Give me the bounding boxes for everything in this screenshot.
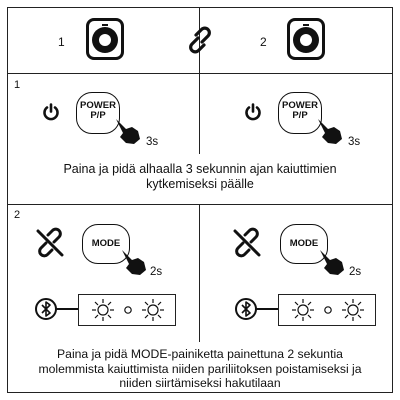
speaker-1-number: 1 [58, 35, 65, 49]
divider-header-center [199, 7, 200, 73]
duration-label: 3s [348, 136, 361, 148]
divider-header [7, 73, 393, 74]
flashing-led-icon [92, 299, 164, 321]
step-1-number: 1 [14, 79, 21, 91]
speaker-icon [287, 18, 325, 60]
mode-button: MODE [280, 224, 328, 264]
step-1-caption: Paina ja pidä alhaalla 3 sekunnin ajan k… [63, 162, 337, 191]
speaker-2-number: 2 [260, 35, 267, 49]
led-indicator-box [278, 294, 376, 326]
broken-link-icon [36, 227, 64, 258]
duration-label: 3s [146, 136, 159, 148]
power-button: POWER P/P [76, 92, 120, 134]
divider-step1-center [199, 73, 200, 154]
pointing-hand-icon [320, 250, 344, 275]
led-indicator-box [78, 294, 176, 326]
flashing-led-icon [292, 299, 364, 321]
pointing-hand-icon [122, 250, 146, 275]
speaker-icon [86, 18, 124, 60]
step-2-caption: Paina ja pidä MODE-painiketta painettuna… [38, 347, 362, 390]
duration-label: 2s [150, 266, 163, 278]
link-chain-icon [189, 26, 211, 54]
divider-step1 [7, 204, 393, 205]
pointing-hand-icon [116, 119, 140, 144]
power-icon [43, 103, 59, 121]
pointing-hand-icon [318, 119, 342, 144]
divider-step2-center [199, 204, 200, 342]
power-icon [245, 103, 261, 121]
broken-link-icon [233, 227, 261, 258]
step-2-number: 2 [14, 209, 21, 221]
bluetooth-icon [35, 298, 79, 320]
duration-label: 2s [349, 266, 362, 278]
bluetooth-icon [235, 298, 279, 320]
diagram-frame [7, 7, 393, 393]
mode-button: MODE [82, 224, 130, 264]
power-button: POWER P/P [278, 92, 322, 134]
